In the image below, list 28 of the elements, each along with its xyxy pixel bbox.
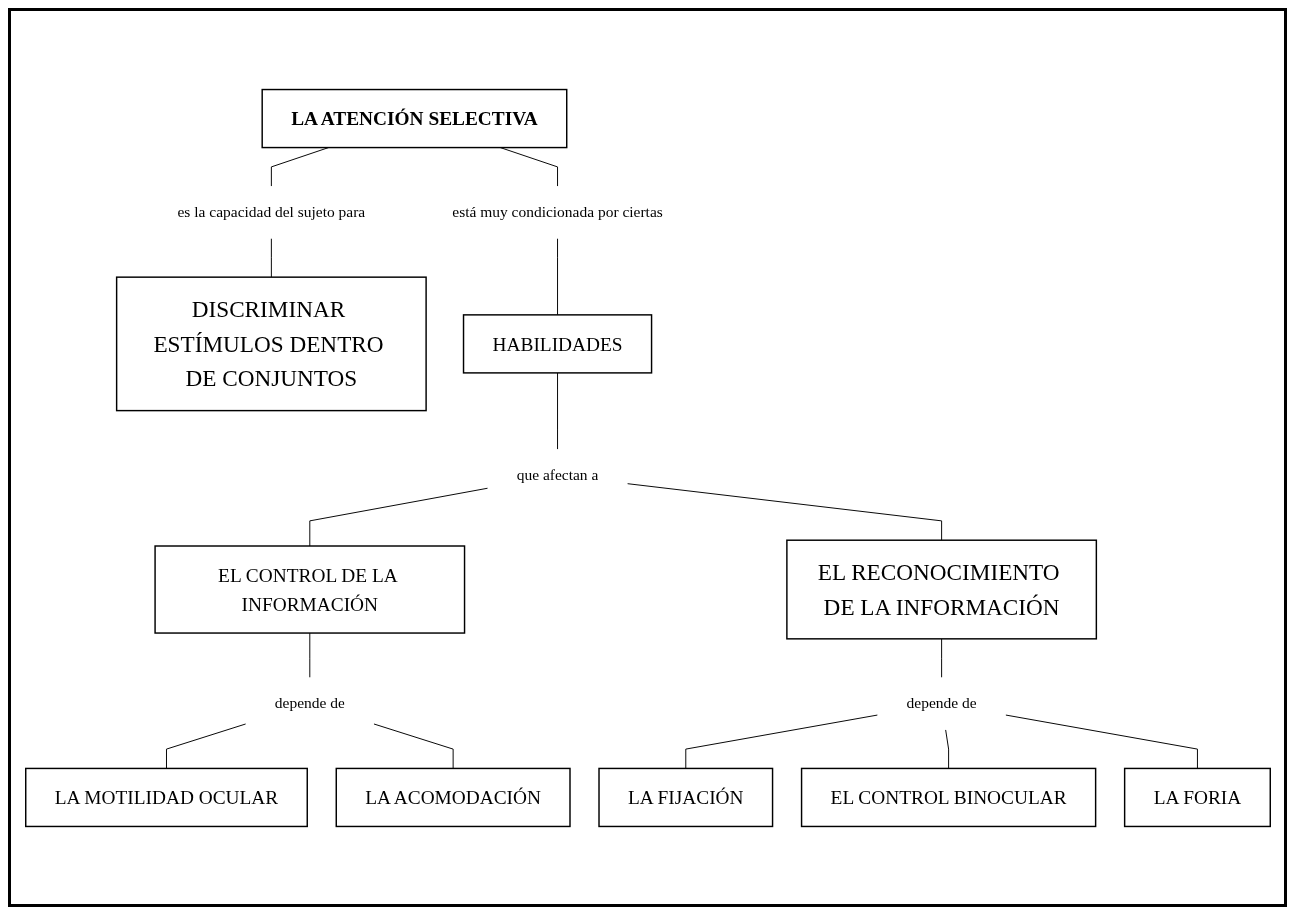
node-text: es la capacidad del sujeto para: [177, 203, 365, 220]
connector: [308, 632, 310, 678]
node-box: EL RECONOCIMIENTO DE LA INFORMACIÓN: [785, 538, 1097, 640]
node-box: DISCRIMINAR ESTÍMULOS DENTRO DE CONJUNTOS: [115, 275, 427, 411]
connector: [1004, 714, 1198, 769]
connector: [556, 371, 558, 450]
connector: [556, 237, 558, 315]
node-text: que afectan a: [516, 466, 598, 483]
node-text: está muy condicionada por ciertas: [451, 203, 663, 220]
connector: [308, 487, 488, 546]
node-box: EL CONTROL BINOCULAR: [800, 767, 1096, 827]
node-box: LA FORIA: [1123, 767, 1271, 827]
node-box: EL CONTROL DE LA INFORMACIÓN: [153, 544, 465, 634]
connector: [270, 146, 329, 187]
node-text: depende de: [274, 694, 345, 711]
connector: [684, 714, 878, 769]
node-box: LA ATENCIÓN SELECTIVA: [260, 88, 567, 148]
connector: [944, 728, 949, 769]
node-box: LA FIJACIÓN: [597, 767, 773, 827]
connector: [372, 722, 454, 769]
connector: [165, 722, 246, 769]
node-box: HABILIDADES: [462, 313, 652, 374]
connector: [940, 637, 942, 678]
connector: [270, 237, 272, 278]
node-text: depende de: [906, 694, 977, 711]
node-box: LA ACOMODACIÓN: [335, 767, 571, 827]
node-box: LA MOTILIDAD OCULAR: [24, 767, 308, 827]
connector: [626, 482, 942, 541]
